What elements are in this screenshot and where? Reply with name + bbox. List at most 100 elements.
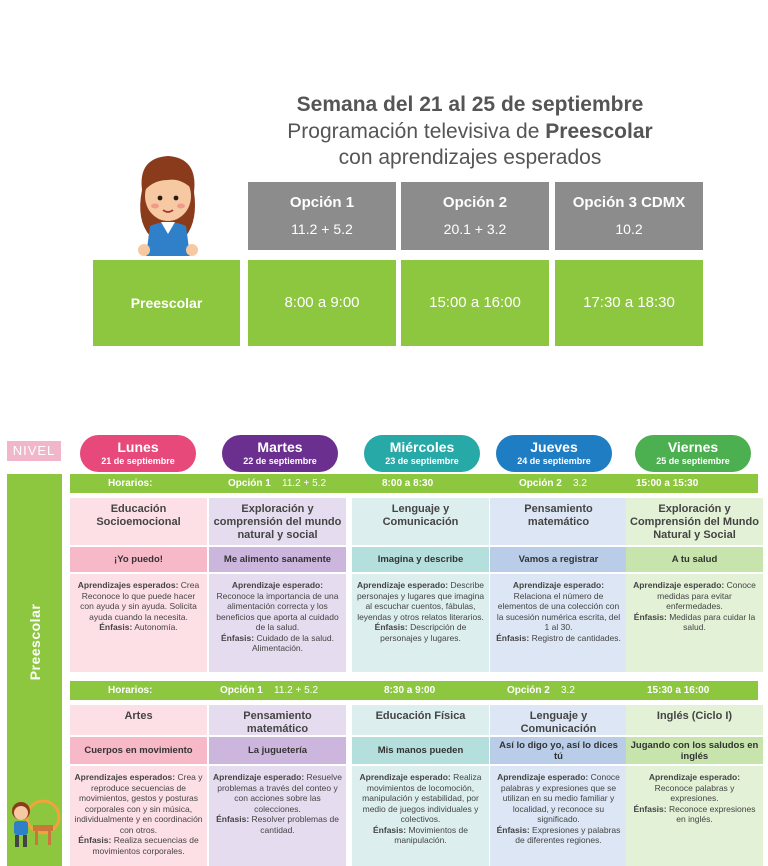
emphasis-text: Medidas para cuidar la salud.	[666, 611, 756, 633]
subject-title: Lenguaje y Comunicación	[352, 498, 489, 545]
learning-description: Aprendizaje esperado: Conoce palabras y …	[490, 766, 627, 866]
option-2-channels: 20.1 + 3.2	[443, 221, 507, 237]
subtitle-text: Programación televisiva de	[287, 120, 546, 143]
learning-description: Aprendizaje esperado: Reconoce la import…	[209, 574, 346, 672]
lesson-topic: Cuerpos en movimiento	[70, 737, 207, 764]
girl-illustration	[138, 156, 198, 256]
day-date: 23 de septiembre	[385, 456, 459, 466]
lesson-topic: Me alimento sanamente	[209, 547, 346, 572]
option-2-time: 15:00 a 16:00	[401, 260, 549, 346]
learning-text: Realiza movimientos de locomoción, manip…	[362, 772, 482, 824]
subject-title: Pensamiento matemático	[209, 705, 346, 735]
learning-description: Aprendizaje esperado: Reconoce palabras …	[626, 766, 763, 866]
lesson-topic: Vamos a registrar	[490, 547, 627, 572]
learning-text: Crea y reproduce secuencias de movimient…	[74, 772, 203, 835]
subject-title: Lenguaje y Comunicación	[490, 705, 627, 735]
lesson-topic: Mis manos pueden	[352, 737, 489, 764]
lesson-topic: Así lo digo yo, así lo dices tú	[490, 737, 627, 764]
option-2-time: 15:30 a 16:00	[647, 685, 710, 696]
option-2-label: Opción 2	[519, 478, 562, 489]
learning-text: Conoce palabras y expresiones que se uti…	[500, 772, 620, 824]
page-title: Semana del 21 al 25 de septiembre	[296, 93, 644, 116]
learning-text: Relaciona el número de elementos de una …	[496, 590, 621, 633]
emphasis-label: Énfasis:	[496, 824, 530, 835]
emphasis-label: Énfasis:	[373, 824, 407, 835]
option-1-time: 8:00 a 8:30	[382, 478, 434, 489]
lesson-topic: La juguetería	[209, 737, 346, 764]
learning-description: Aprendizaje esperado: Describe personaje…	[352, 574, 489, 672]
learning-text: Resuelve problemas a través del conteo y…	[217, 772, 342, 814]
day-miercoles: Miércoles 23 de septiembre	[364, 435, 480, 472]
option-2-channels: 3.2	[561, 685, 575, 696]
emphasis-text: Movimientos de manipulación.	[394, 824, 468, 846]
learning-text: Reconoce la importancia de una alimentac…	[216, 590, 339, 633]
option-3-label: Opción 3 CDMX	[572, 194, 686, 211]
option-1-channels: 11.2 + 5.2	[291, 221, 353, 237]
schedule-bar-1: Horarios: Opción 1 11.2 + 5.2 8:00 a 8:3…	[70, 474, 758, 493]
subject-title: Exploración y comprensión del mundo natu…	[209, 498, 346, 545]
day-lunes: Lunes 21 de septiembre	[80, 435, 196, 472]
learning-label: Aprendizajes esperados:	[77, 580, 179, 590]
lesson-topic: ¡Yo puedo!	[70, 547, 207, 572]
option-3-channels: 10.2	[615, 221, 643, 237]
option-2-time: 15:00 a 15:30	[636, 478, 699, 489]
learning-label: Aprendizaje esperado:	[633, 580, 725, 590]
learning-label: Aprendizaje esperado:	[231, 580, 324, 590]
option-2-label: Opción 2	[442, 194, 508, 211]
day-name: Lunes	[117, 439, 159, 455]
emphasis-label: Énfasis:	[99, 622, 133, 632]
learning-description: Aprendizaje esperado: Resuelve problemas…	[209, 766, 346, 866]
learning-description: Aprendizajes esperados: Crea y reproduce…	[70, 766, 207, 866]
lesson-topic: Jugando con los saludos en inglés	[626, 737, 763, 764]
option-2-label: Opción 2	[507, 685, 550, 696]
option-2-channels: 3.2	[573, 478, 587, 489]
day-name: Miércoles	[389, 439, 455, 455]
learning-text: Crea Reconoce lo que puede hacer con ayu…	[80, 580, 200, 622]
day-martes: Martes 22 de septiembre	[222, 435, 338, 472]
learning-description: Aprendizaje esperado: Relaciona el númer…	[490, 574, 627, 672]
day-name: Martes	[257, 439, 303, 455]
option-1-time: 8:00 a 9:00	[248, 260, 396, 346]
option-1-time: 8:30 a 9:00	[384, 685, 436, 696]
day-jueves: Jueves 24 de septiembre	[496, 435, 612, 472]
level-sidebar: Preescolar	[7, 474, 62, 866]
option-2-box: Opción 2 20.1 + 3.2	[401, 182, 549, 250]
nivel-label: NIVEL	[7, 441, 61, 461]
subject-title: Inglés (Ciclo I)	[626, 705, 763, 735]
emphasis-text: Autonomía.	[132, 622, 178, 632]
lesson-topic: Imagina y describe	[352, 547, 489, 572]
option-1-label: Opción 1	[289, 194, 355, 211]
day-viernes: Viernes 25 de septiembre	[635, 435, 751, 472]
day-date: 25 de septiembre	[656, 456, 730, 466]
emphasis-label: Énfasis:	[633, 611, 667, 622]
learning-label: Aprendizaje esperado:	[213, 772, 305, 782]
day-name: Jueves	[530, 439, 578, 455]
emphasis-text: Resolver problemas de cantidad.	[249, 814, 339, 835]
subject-title: Educación Física	[352, 705, 489, 735]
horarios-label: Horarios:	[108, 478, 153, 489]
learning-label: Aprendizajes esperados:	[74, 772, 176, 782]
learning-text: Describe personajes y lugares que imagin…	[356, 580, 485, 622]
option-3-box: Opción 3 CDMX 10.2	[555, 182, 703, 250]
emphasis-label: Énfasis:	[374, 622, 408, 632]
day-date: 21 de septiembre	[101, 456, 175, 466]
learning-text: Reconoce palabras y expresiones.	[654, 782, 735, 804]
option-1-label: Opción 1	[228, 478, 271, 489]
learning-label: Aprendizaje esperado:	[359, 772, 451, 782]
day-date: 24 de septiembre	[517, 456, 591, 466]
schedule-bar-2: Horarios: Opción 1 11.2 + 5.2 8:30 a 9:0…	[70, 681, 758, 700]
emphasis-label: Énfasis:	[78, 835, 112, 845]
learning-description: Aprendizajes esperados: Crea Reconoce lo…	[70, 574, 207, 672]
emphasis-text: Expresiones y palabras de diferentes reg…	[515, 824, 621, 846]
day-date: 22 de septiembre	[243, 456, 317, 466]
emphasis-text: Descripción de personajes y lugares.	[380, 622, 467, 643]
learning-description: Aprendizaje esperado: Realiza movimiento…	[352, 766, 489, 866]
learning-description: Aprendizaje esperado: Conoce medidas par…	[626, 574, 763, 672]
subtitle-bold: Preescolar	[545, 120, 653, 143]
learning-label: Aprendizaje esperado:	[356, 580, 449, 590]
page-subtitle-line2: con aprendizajes esperados	[338, 146, 602, 169]
emphasis-label: Énfasis:	[633, 803, 667, 814]
emphasis-text: Realiza secuencias de movimientos corpor…	[92, 835, 199, 856]
emphasis-text: Registro de cantidades.	[529, 632, 621, 643]
learning-label: Aprendizaje esperado:	[512, 580, 605, 590]
